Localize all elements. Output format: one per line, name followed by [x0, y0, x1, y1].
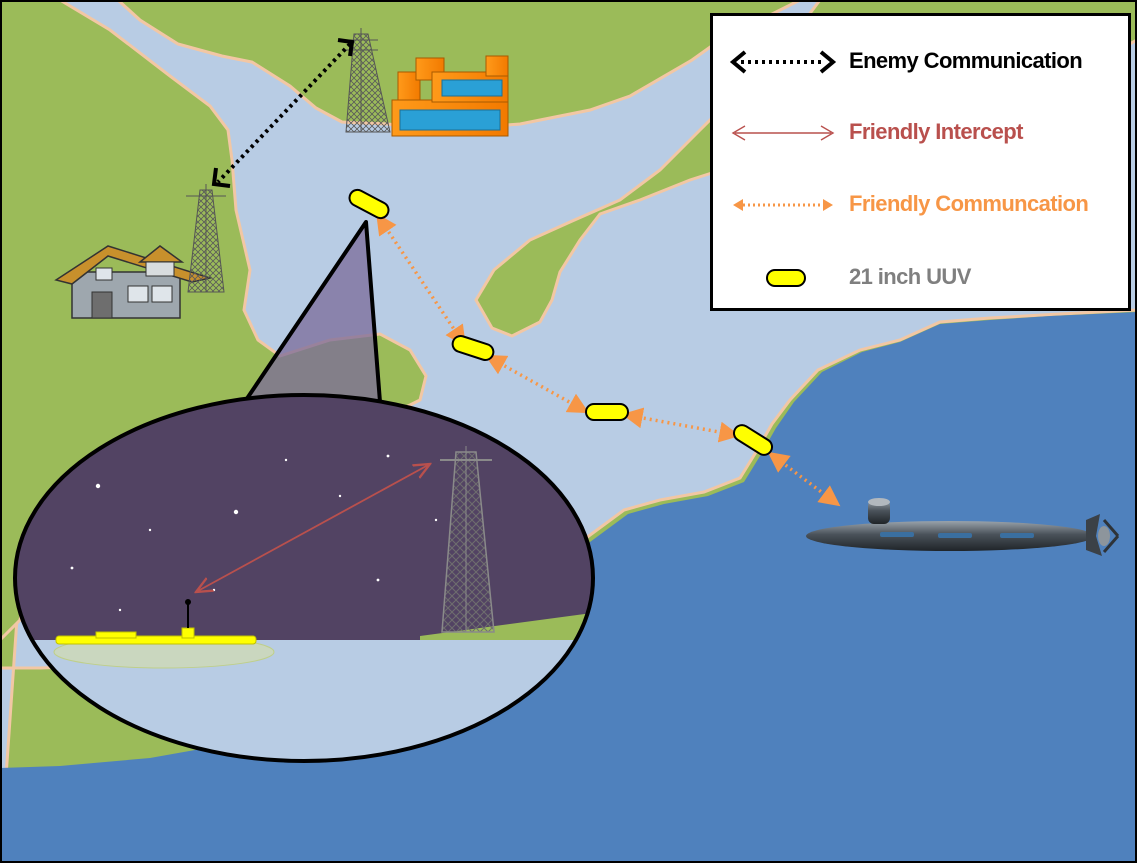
- legend-item-friendly-intercept: Friendly Intercept: [713, 111, 1128, 155]
- legend: Enemy Communication Friendly Intercept F…: [710, 13, 1131, 311]
- legend-item-uuv: 21 inch UUV: [713, 256, 1128, 300]
- legend-label: Friendly Intercept: [849, 119, 1023, 144]
- uuv-icon: [585, 403, 629, 421]
- legend-label: Friendly Communcation: [849, 191, 1089, 216]
- uuv-icon: [348, 188, 390, 220]
- uuv-icon: [53, 599, 275, 669]
- radio-tower-icon: [186, 184, 226, 293]
- orange-dotted-double-arrow-icon: [733, 199, 833, 211]
- red-thin-double-arrow-icon: [731, 125, 835, 141]
- yellow-uuv-capsule-icon: [766, 269, 806, 287]
- friendly-communication-links: [376, 213, 841, 507]
- radio-tower-icon: [440, 446, 495, 633]
- legend-label: 21 inch UUV: [849, 264, 971, 289]
- enemy-communication-arrow: [211, 38, 355, 188]
- submarine-icon: [806, 498, 1120, 556]
- factory-icon: [391, 55, 509, 137]
- black-dotted-double-arrow-icon: [729, 50, 837, 74]
- legend-item-friendly-communication: Friendly Communcation: [713, 183, 1128, 227]
- radio-tower-icon: [344, 28, 391, 133]
- legend-item-enemy-communication: Enemy Communication: [713, 40, 1128, 84]
- legend-label: Enemy Communication: [849, 48, 1083, 73]
- house-icon: [54, 245, 213, 319]
- uuv-icon: [732, 424, 774, 456]
- friendly-intercept-arrow: [196, 464, 430, 592]
- uuv-icon: [451, 334, 495, 362]
